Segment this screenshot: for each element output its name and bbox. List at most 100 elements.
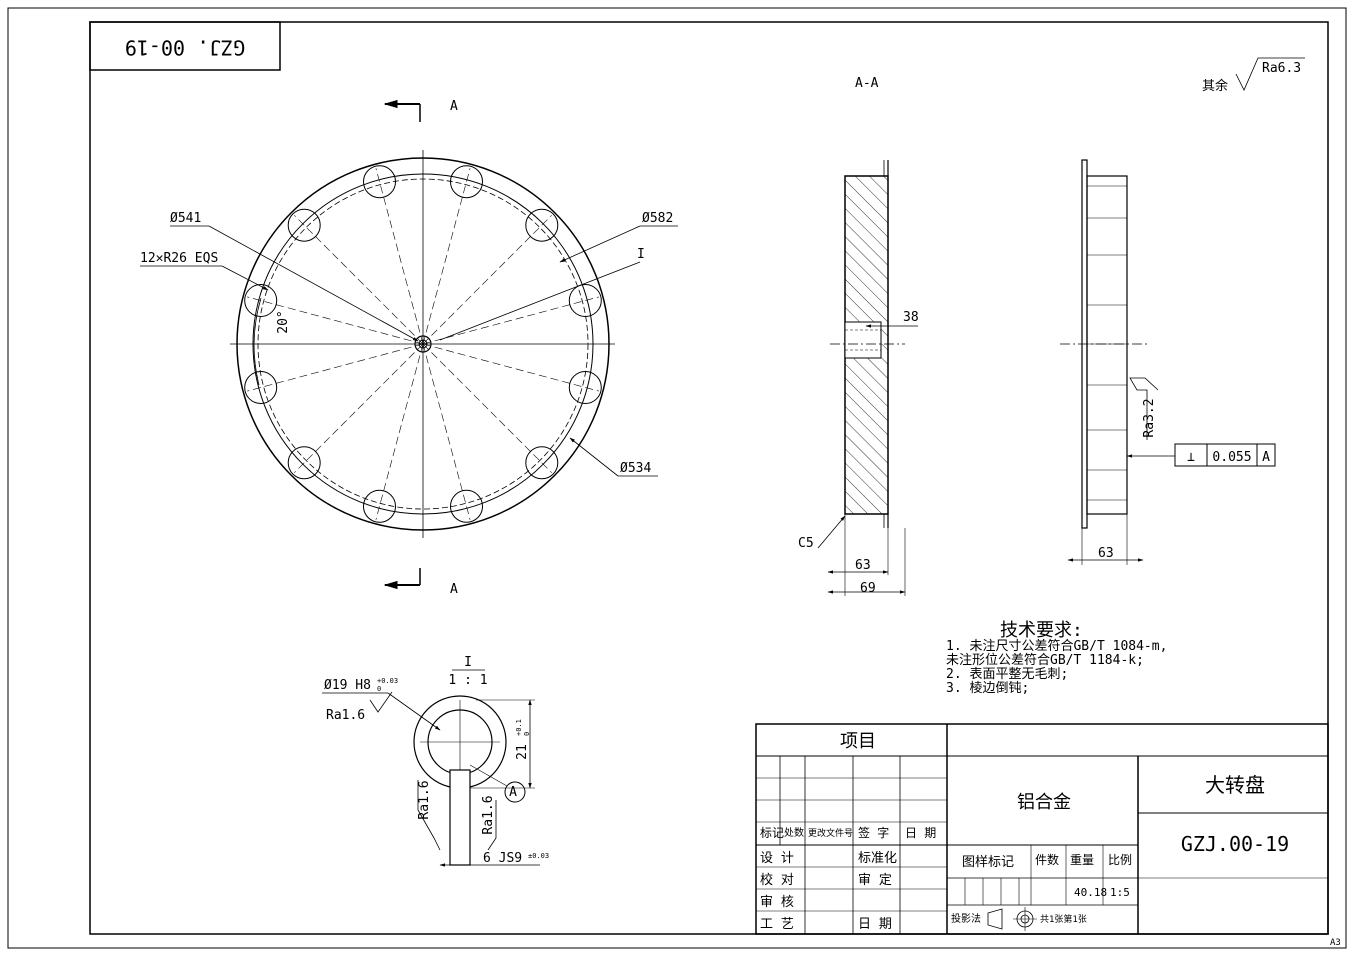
dim-angle: 20°	[276, 310, 291, 333]
slot-centerline	[294, 215, 424, 345]
slot-arc	[450, 165, 483, 199]
slot-centerline	[422, 296, 599, 345]
tech-req-title: 技术要求:	[1000, 620, 1083, 641]
tb-part-name: 大转盘	[1205, 773, 1265, 797]
roughness-symbol-icon	[1235, 57, 1305, 91]
dim-slots: 12✕R26 EQS	[140, 251, 218, 266]
side-dim-63: 63	[1098, 546, 1114, 561]
tb-doc-header: 更改文件号	[808, 827, 853, 839]
roughness-default: Ra6.3	[1262, 61, 1301, 76]
key-roughness-right: Ra1.6	[481, 795, 496, 834]
key-roughness-left: Ra1.6	[417, 780, 432, 819]
section-arrow-bottom: A	[383, 568, 458, 597]
slot-arc	[525, 446, 559, 480]
side-view	[1060, 159, 1276, 565]
number-box: GZJ. 00-19	[89, 21, 281, 71]
key-depth-tol-lower: 0	[523, 732, 531, 736]
slot-centerline	[422, 168, 471, 345]
section-view	[817, 160, 918, 596]
tb-check: 校 对	[760, 872, 794, 888]
outer-border	[7, 7, 1347, 949]
tb-weight: 重量	[1070, 853, 1094, 867]
slot-arc	[363, 489, 396, 523]
bore-roughness: Ra1.6	[326, 708, 365, 723]
tb-sign-header: 签 字	[858, 825, 889, 840]
tb-item-header: 项目	[840, 731, 876, 752]
sheet-size: A3	[1330, 938, 1341, 948]
tech-req-line-1: 1. 未注尺寸公差符合GB/T 1084-m,	[946, 638, 1167, 654]
slot-arc	[450, 489, 483, 523]
slot-centerline	[422, 343, 599, 392]
bore-tol-lower: 0	[377, 685, 381, 693]
tb-weight-value: 40.18	[1074, 886, 1107, 899]
tb-material: 铝合金	[1017, 792, 1071, 813]
section-arrow-label: A	[450, 99, 458, 114]
tb-process: 工 艺	[760, 917, 794, 932]
dim-chamfer: C5	[798, 536, 814, 551]
detail-scale: 1 : 1	[448, 673, 487, 688]
slot-arc	[363, 165, 396, 199]
slot-centerline	[422, 343, 552, 473]
angle-arc	[253, 297, 262, 386]
tb-date: 日 期	[858, 917, 892, 932]
slot-centerline	[422, 343, 471, 520]
section-label: A-A	[855, 76, 879, 91]
dim-outer-diameter: Ø582	[642, 211, 673, 226]
inner-border	[89, 21, 1329, 935]
front-view	[230, 150, 615, 538]
slot-centerline	[247, 343, 424, 392]
side-segments	[1087, 185, 1127, 501]
section-arrow-label: A	[450, 582, 458, 597]
slot-arc	[244, 371, 278, 404]
tb-zone-header: 处数	[784, 826, 804, 839]
slot-arc	[525, 208, 559, 242]
slot-centerline	[247, 296, 424, 345]
dim-63: 63	[855, 558, 871, 573]
perpendicularity-icon: ⊥	[1187, 450, 1195, 465]
tb-mark-header: 标记	[760, 826, 784, 840]
detail-datum: A	[509, 785, 517, 800]
tb-pieces: 件数	[1035, 852, 1059, 867]
detail-title: I	[464, 655, 472, 670]
roughness-prefix: 其余	[1202, 78, 1228, 94]
detail-view	[322, 691, 540, 867]
dim-step: 38	[903, 310, 919, 325]
side-roughness: Ra3.2	[1142, 398, 1157, 437]
dim-outer-diameter-left: Ø541	[170, 211, 201, 226]
slot-arc	[568, 371, 602, 404]
dim-inner-diameter: Ø534	[620, 461, 651, 476]
slot-centerline	[375, 168, 424, 345]
tb-standardize: 标准化	[858, 851, 897, 866]
key-depth: 21	[515, 744, 530, 760]
slot-arc	[287, 446, 321, 480]
tb-scale-value: 1:5	[1110, 886, 1130, 899]
slot-group	[244, 165, 602, 523]
datum-label: A	[1262, 450, 1270, 465]
tb-sheets: 共1张第1张	[1040, 913, 1087, 925]
bore-tol-upper: +0.03	[377, 677, 398, 685]
tech-req-line-2: 未注形位公差符合GB/T 1184-k;	[946, 652, 1144, 668]
detail-mark: I	[637, 247, 645, 262]
tb-review: 审 定	[858, 873, 892, 888]
bore-dim: Ø19 H8	[324, 678, 371, 693]
slot-arc	[244, 284, 278, 317]
slot-arc	[568, 284, 602, 317]
number-box-text: GZJ. 00-19	[125, 36, 245, 60]
tb-audit: 审 核	[760, 895, 794, 910]
key-width: 6 JS9	[483, 851, 522, 866]
tb-date-header: 日 期	[905, 826, 936, 840]
slot-centerline	[375, 343, 424, 520]
slot-arc	[287, 208, 321, 242]
section-arrow-top: A	[383, 99, 458, 122]
tolerance-value: 0.055	[1212, 450, 1251, 465]
slot-centerline	[294, 343, 424, 473]
tb-drawing-number: GZJ.00-19	[1181, 832, 1289, 856]
tech-req-line-3: 2. 表面平整无毛刺;	[946, 667, 1068, 682]
title-block	[755, 723, 1329, 935]
tb-pattern-mark: 图样标记	[962, 855, 1014, 870]
tech-req-line-4: 3. 棱边倒钝;	[946, 680, 1029, 696]
dim-69: 69	[860, 581, 876, 596]
key-depth-tol-upper: +0.1	[515, 719, 523, 736]
slot-centerline	[422, 215, 552, 345]
